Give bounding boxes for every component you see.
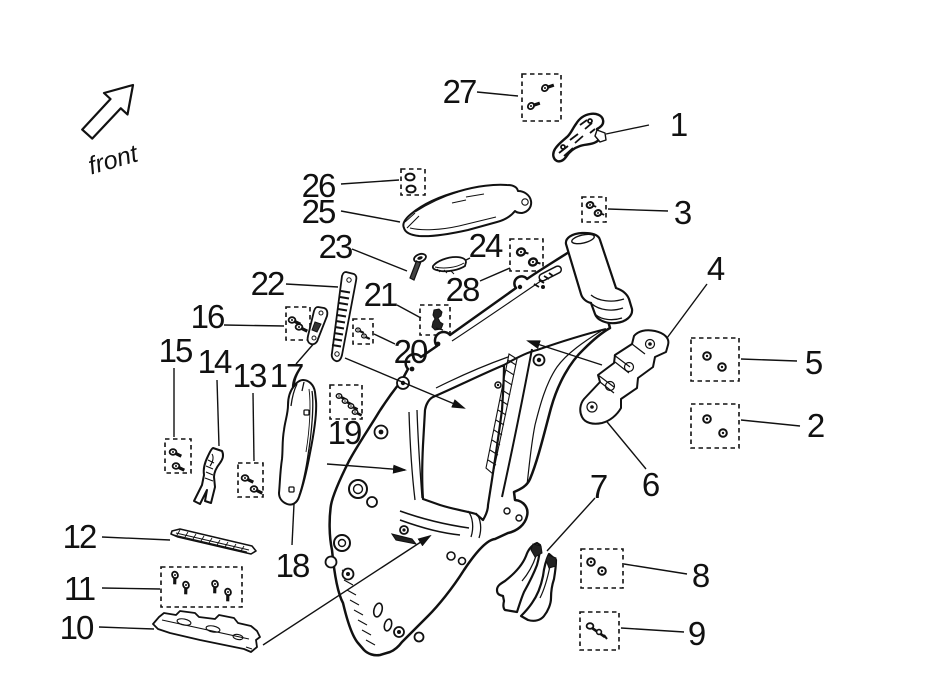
- svg-text:15: 15: [159, 332, 192, 369]
- svg-text:6: 6: [642, 466, 659, 503]
- svg-text:front: front: [85, 139, 142, 180]
- svg-text:5: 5: [805, 344, 822, 381]
- svg-text:26: 26: [302, 167, 335, 204]
- svg-text:1: 1: [670, 106, 687, 143]
- svg-text:10: 10: [60, 609, 94, 646]
- svg-text:24: 24: [469, 227, 503, 264]
- svg-text:9: 9: [688, 615, 705, 652]
- svg-text:20: 20: [394, 333, 428, 370]
- svg-text:3: 3: [674, 194, 691, 231]
- svg-text:18: 18: [276, 547, 309, 584]
- svg-text:21: 21: [364, 276, 397, 313]
- svg-text:22: 22: [251, 265, 284, 302]
- svg-text:13: 13: [233, 357, 266, 394]
- svg-text:14: 14: [198, 343, 232, 380]
- svg-text:8: 8: [692, 557, 709, 594]
- svg-text:12: 12: [63, 518, 96, 555]
- svg-text:23: 23: [319, 228, 352, 265]
- svg-text:7: 7: [590, 468, 607, 505]
- svg-text:11: 11: [64, 570, 95, 607]
- svg-text:19: 19: [328, 414, 361, 451]
- svg-text:28: 28: [446, 271, 479, 308]
- svg-text:4: 4: [707, 250, 725, 287]
- svg-text:25: 25: [302, 193, 335, 230]
- svg-text:16: 16: [191, 298, 224, 335]
- svg-text:2: 2: [807, 407, 824, 444]
- svg-text:17: 17: [270, 357, 303, 394]
- svg-text:27: 27: [443, 73, 476, 110]
